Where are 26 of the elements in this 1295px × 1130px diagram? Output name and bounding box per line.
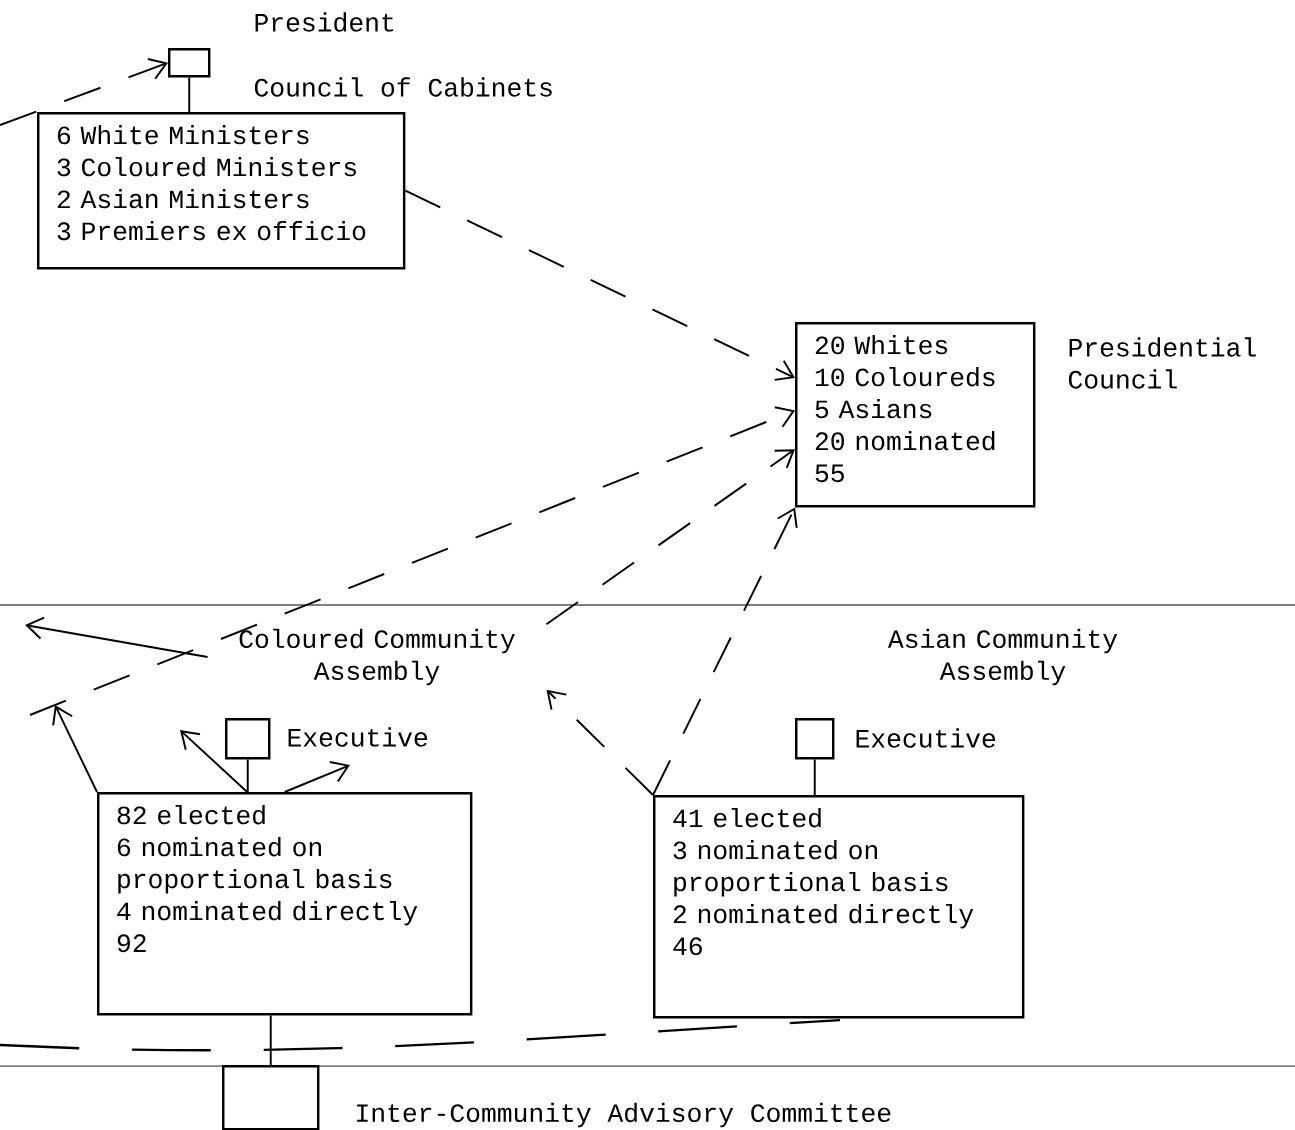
box-with-label: Inter-Community Advisory Committee <box>222 1065 891 1130</box>
box-with-label: Executive <box>795 718 996 760</box>
arrow <box>283 761 350 793</box>
connector-line <box>269 1014 272 1066</box>
box-with-label: President <box>168 12 394 78</box>
arrow <box>546 689 654 796</box>
node-label: Council of Cabinets <box>254 77 552 97</box>
heading-text: Asian Community Assembly <box>887 628 1118 686</box>
arrow <box>52 705 98 793</box>
arrow <box>25 616 209 658</box>
labelled-box: Presidential Council 20 Whites 10 Coloureds 5 Asians 20 nominated 55 <box>795 322 1256 508</box>
labelled-box: 82 elected 6 nominated on proportional basis 4 nominated directly 92 <box>97 792 473 1016</box>
labelled-box: 41 elected 3 nominated on proportional basis 2 nominated directly 46 <box>653 795 1025 1019</box>
arrow <box>652 507 798 796</box>
connector-line <box>246 758 249 793</box>
node-label: Presidential Council <box>1068 337 1256 389</box>
connector-line <box>188 76 191 113</box>
arrow <box>545 449 795 626</box>
heading-text: Coloured Community Assembly <box>239 628 515 686</box>
arrow <box>0 58 168 126</box>
connector-line <box>813 758 816 796</box>
box-with-label: Executive <box>225 718 428 760</box>
arrow <box>404 189 795 381</box>
arrow <box>29 406 795 716</box>
labelled-box: Council of Cabinets 6 White Ministers 3 Coloured Ministers 2 Asian Ministers 3 Premiers ex officio <box>37 77 552 270</box>
arrow <box>180 730 249 793</box>
